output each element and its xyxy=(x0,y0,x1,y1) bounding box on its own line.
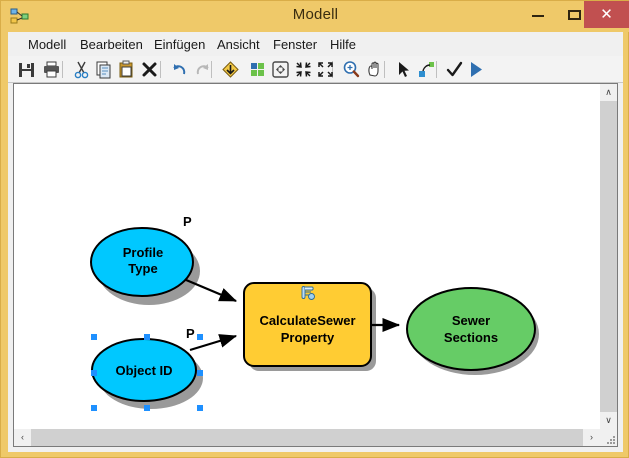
selection-handle[interactable] xyxy=(91,334,97,340)
copy-icon[interactable] xyxy=(93,59,114,80)
delete-icon[interactable] xyxy=(139,59,160,80)
connector-object-id-to-tool xyxy=(189,334,238,352)
toolbar-separator xyxy=(436,61,437,78)
toolbar-separator xyxy=(332,61,333,78)
menu-item-modell[interactable]: Modell xyxy=(28,37,67,52)
minimize-button[interactable] xyxy=(520,1,556,28)
selection-handle[interactable] xyxy=(197,370,203,376)
maximize-icon xyxy=(568,10,581,20)
window-title: Modell xyxy=(292,6,339,23)
resize-grip[interactable] xyxy=(600,429,617,446)
menu-item-bearbeiten[interactable]: Bearbeiten xyxy=(80,37,143,52)
print-icon[interactable] xyxy=(41,59,62,80)
menu-item-einfuegen[interactable]: Einfügen xyxy=(154,37,206,52)
sewer-sections-output[interactable] xyxy=(406,287,536,371)
connect-tool-icon[interactable] xyxy=(416,59,437,80)
zoom-in-extent-icon[interactable] xyxy=(315,59,336,80)
menu-item-hilfe[interactable]: Hilfe xyxy=(330,37,357,52)
scroll-down-button[interactable]: ∨ xyxy=(600,412,617,429)
cut-icon[interactable] xyxy=(71,59,92,80)
toolbar-separator xyxy=(384,61,385,78)
menu-item-ansicht[interactable]: Ansicht xyxy=(217,37,260,52)
validate-model-icon[interactable] xyxy=(444,59,465,80)
toolbar-separator xyxy=(211,61,212,78)
scroll-right-button[interactable]: › xyxy=(583,429,600,446)
auto-layout-icon[interactable] xyxy=(220,59,241,80)
resize-grip-icon xyxy=(607,436,615,444)
selection-handle[interactable] xyxy=(197,334,203,340)
model-canvas[interactable]: Profile Type Object ID CalculateSewer Pr… xyxy=(14,84,600,429)
fit-to-window-icon[interactable] xyxy=(270,59,291,80)
connector-profile-type-to-tool xyxy=(178,275,238,303)
toolbar xyxy=(8,56,623,83)
object-id-variable[interactable] xyxy=(91,338,197,402)
close-button[interactable]: ✕ xyxy=(584,1,629,28)
scroll-up-button[interactable]: ∧ xyxy=(600,84,617,101)
modelbuilder-icon xyxy=(10,8,29,24)
title-bar[interactable]: Modell ✕ xyxy=(1,1,629,32)
scroll-left-button[interactable]: ‹ xyxy=(14,429,31,446)
diagram-svg xyxy=(90,227,539,409)
maximize-button[interactable] xyxy=(556,1,592,28)
run-model-icon[interactable] xyxy=(465,59,486,80)
client-area: Modell Bearbeiten Einfügen Ansicht Fenst… xyxy=(8,32,623,452)
script-tool-icon xyxy=(301,286,315,300)
toolbar-separator xyxy=(62,61,63,78)
vertical-scrollbar[interactable]: ∧ ∨ xyxy=(600,84,617,429)
toolbar-separator xyxy=(160,61,161,78)
zoom-out-extent-icon[interactable] xyxy=(293,59,314,80)
minimize-icon xyxy=(532,15,544,17)
select-tool-icon[interactable] xyxy=(393,59,414,80)
selection-handle[interactable] xyxy=(91,405,97,411)
zoom-tool-icon[interactable] xyxy=(341,59,362,80)
calculate-sewer-property-tool[interactable] xyxy=(243,282,372,367)
parameter-marker-profile-type: P xyxy=(183,214,192,229)
undo-icon[interactable] xyxy=(169,59,190,80)
pan-tool-icon[interactable] xyxy=(364,59,385,80)
save-icon[interactable] xyxy=(16,59,37,80)
paste-icon[interactable] xyxy=(116,59,137,80)
menu-item-fenster[interactable]: Fenster xyxy=(273,37,318,52)
model-canvas-container: Profile Type Object ID CalculateSewer Pr… xyxy=(13,83,618,447)
profile-type-variable[interactable] xyxy=(90,227,194,297)
selection-handle[interactable] xyxy=(91,370,97,376)
selection-handle[interactable] xyxy=(144,405,150,411)
redo-icon[interactable] xyxy=(192,59,213,80)
menu-bar: Modell Bearbeiten Einfügen Ansicht Fenst… xyxy=(8,32,623,57)
selection-handle[interactable] xyxy=(197,405,203,411)
selection-handle[interactable] xyxy=(144,334,150,340)
horizontal-scrollbar[interactable]: ‹ › xyxy=(14,429,600,446)
model-elements-icon[interactable] xyxy=(247,59,268,80)
close-icon: ✕ xyxy=(600,6,613,23)
parameter-marker-object-id: P xyxy=(186,326,195,341)
